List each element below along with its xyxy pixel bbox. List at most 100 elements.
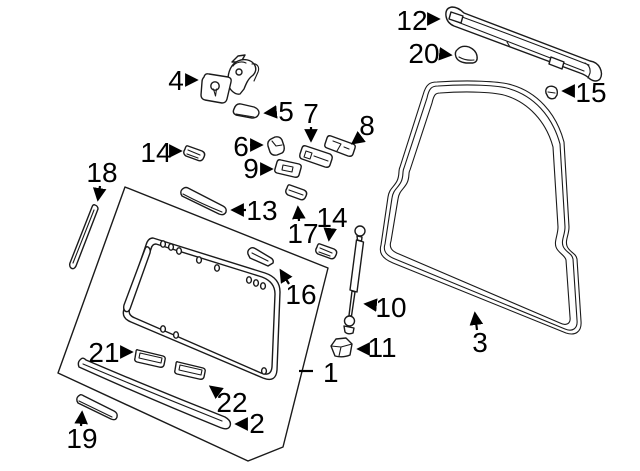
callout-4: 4 xyxy=(168,65,199,96)
mounting-holes xyxy=(159,240,268,375)
mounting-hole xyxy=(260,367,268,375)
strut-end-socket xyxy=(343,315,356,327)
strut-ball xyxy=(354,225,366,237)
callout-1: 1 xyxy=(299,357,339,388)
leader-arrow-16 xyxy=(279,268,293,285)
callout-21: 21 xyxy=(88,337,134,368)
callout-label-17: 17 xyxy=(287,218,318,249)
clip-inner-line xyxy=(547,91,556,94)
clip-detail xyxy=(318,247,333,257)
callout-label-2: 2 xyxy=(249,408,265,439)
callout-22: 22 xyxy=(208,385,248,418)
strip-inner-line xyxy=(72,209,95,264)
strut-rod xyxy=(348,290,356,317)
hinge-bracket-detail xyxy=(232,61,260,82)
callout-14b: 14 xyxy=(316,202,348,242)
leader-arrow-10 xyxy=(363,298,378,312)
strut-cylinder xyxy=(349,239,365,293)
strip-inner-line xyxy=(78,400,113,418)
callout-label-12: 12 xyxy=(396,5,427,36)
spoiler-detail-lines xyxy=(453,13,591,79)
callout-label-14a: 14 xyxy=(140,137,171,168)
callout-15: 15 xyxy=(561,77,607,108)
callout-label-10: 10 xyxy=(375,292,406,323)
callout-label-16: 16 xyxy=(285,279,316,310)
part-strip-17 xyxy=(285,184,308,201)
strip-inner-line xyxy=(182,193,223,213)
part-clip-11 xyxy=(330,337,353,358)
mounting-hole xyxy=(172,331,180,339)
callout-6: 6 xyxy=(233,131,264,162)
part-pad-21 xyxy=(134,349,166,368)
callout-label-13: 13 xyxy=(246,195,277,226)
spoiler-left-pad xyxy=(448,11,464,24)
part-strip-16 xyxy=(247,246,274,267)
part-strip-19 xyxy=(76,393,118,421)
callout-7: 7 xyxy=(303,98,319,143)
seal-inner-line xyxy=(389,91,571,325)
leader-arrow-19 xyxy=(74,410,88,427)
leader-arrow-14b xyxy=(323,227,337,242)
callout-label-21: 21 xyxy=(88,337,119,368)
pad-inner xyxy=(138,352,163,364)
clip-edges xyxy=(330,343,353,357)
molding-inner-line xyxy=(82,363,223,422)
clip-notch xyxy=(271,140,283,147)
callout-label-18: 18 xyxy=(86,157,117,188)
part-spoiler xyxy=(445,6,603,82)
part-strut xyxy=(343,225,366,335)
cap-inner-line xyxy=(458,56,475,61)
hinge-bracket xyxy=(227,58,257,95)
mounting-hole xyxy=(259,282,267,290)
callout-label-20: 20 xyxy=(408,38,439,69)
pad-outline xyxy=(174,361,206,380)
mounting-hole xyxy=(167,243,175,251)
leader-arrow-17 xyxy=(292,205,306,222)
part-cap-20 xyxy=(454,45,478,64)
callout-10: 10 xyxy=(363,292,407,323)
callout-label-6: 6 xyxy=(233,131,249,162)
pad-inner xyxy=(178,364,203,376)
callout-label-5: 5 xyxy=(278,96,294,127)
hinge-bracket-hole xyxy=(235,68,243,76)
leader-arrow-3 xyxy=(469,311,484,331)
part-plate-5 xyxy=(232,103,260,119)
callout-13: 13 xyxy=(230,195,278,226)
mounting-hole xyxy=(252,279,260,287)
cover-detail xyxy=(303,150,329,162)
strip-inner-line xyxy=(288,189,304,196)
part-pad-22 xyxy=(174,361,206,380)
callout-label-19: 19 xyxy=(66,423,97,454)
part-hinge xyxy=(200,54,260,104)
callout-label-1: 1 xyxy=(323,357,339,388)
callout-label-11: 11 xyxy=(367,332,396,363)
hinge-keyhole-circle xyxy=(210,81,220,91)
mounting-hole xyxy=(159,325,167,333)
grommet-inner-rect xyxy=(281,164,294,173)
spoiler-body xyxy=(445,6,603,82)
part-clip-14a xyxy=(183,145,206,162)
callout-label-22: 22 xyxy=(216,387,247,418)
callout-16: 16 xyxy=(279,268,317,310)
glass-highlight-sliver xyxy=(122,246,151,313)
callout-3: 3 xyxy=(469,311,488,358)
callout-18: 18 xyxy=(86,157,118,202)
part-clip-15 xyxy=(545,85,559,100)
seal-outer-line xyxy=(379,80,582,335)
callout-19: 19 xyxy=(66,410,98,454)
cap-outline xyxy=(454,45,478,64)
part-clip-6 xyxy=(267,136,285,156)
mounting-hole xyxy=(159,240,167,248)
strip-inner-line xyxy=(251,252,269,262)
part-grommet-9 xyxy=(274,159,302,178)
part-lower-molding xyxy=(77,357,232,430)
callout-20: 20 xyxy=(408,38,453,69)
callouts: 12 20 15 4 5 7 8 6 xyxy=(66,5,606,454)
clip-outline xyxy=(183,145,206,162)
part-cover-7 xyxy=(299,145,333,168)
spoiler-right-pad xyxy=(548,56,565,70)
callout-label-9: 9 xyxy=(243,153,259,184)
callout-label-8: 8 xyxy=(359,110,375,141)
